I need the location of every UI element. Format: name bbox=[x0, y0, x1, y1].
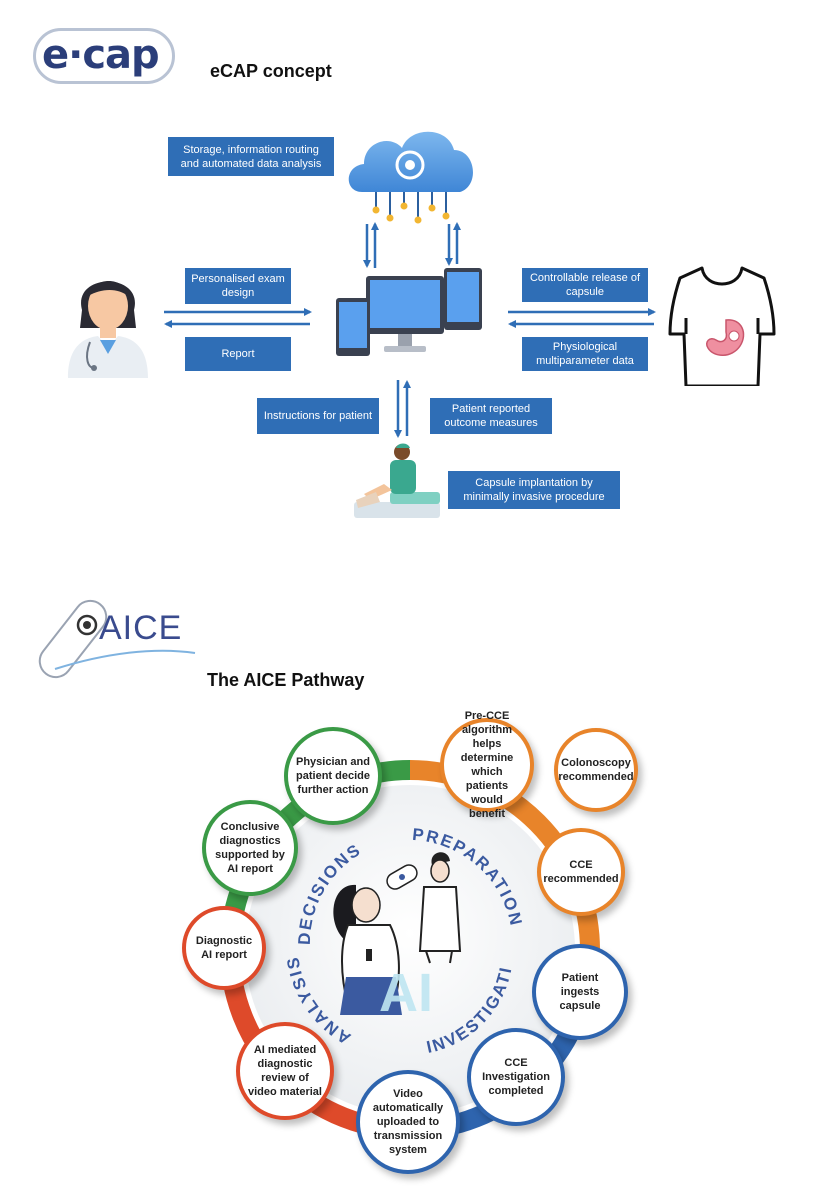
physiological-data-box: Physiological multiparameter data bbox=[522, 337, 648, 371]
step-cce-recommended: CCE recommended bbox=[537, 828, 625, 916]
aice-logo: AICE bbox=[25, 595, 200, 680]
aice-logo-text: AICE bbox=[99, 609, 183, 647]
step-diagnostic-ai-report: Diagnostic AI report bbox=[182, 906, 266, 990]
devices-icon bbox=[336, 268, 482, 356]
ecap-logo-text: e·cap bbox=[42, 32, 160, 78]
capsule-icon bbox=[38, 599, 196, 679]
doctor-icon bbox=[68, 281, 148, 378]
cloud-icon bbox=[348, 131, 473, 224]
step-patient-ingests: Patient ingests capsule bbox=[532, 944, 628, 1040]
people-illustration bbox=[333, 852, 462, 1015]
report-box: Report bbox=[185, 337, 291, 371]
patient-reported-box: Patient reported outcome measures bbox=[430, 398, 552, 434]
ecap-title: eCAP concept bbox=[210, 61, 332, 81]
exam-design-box: Personalised exam design bbox=[185, 268, 291, 304]
controllable-release-box: Controllable release of capsule bbox=[522, 268, 648, 302]
ecap-logo: e·cap bbox=[33, 28, 175, 84]
step-video-uploaded: Video automatically uploaded to transmis… bbox=[356, 1070, 460, 1174]
instructions-box: Instructions for patient bbox=[257, 398, 379, 434]
step-conclusive-diagnostics: Conclusive diagnostics supported by AI r… bbox=[202, 800, 298, 896]
step-physician-decide: Physician and patient decide further act… bbox=[284, 727, 382, 825]
procedure-icon bbox=[354, 443, 440, 518]
step-ai-mediated-review: AI mediated diagnostic review of video m… bbox=[236, 1022, 334, 1120]
storage-box: Storage, information routing and automat… bbox=[168, 137, 334, 176]
torso-icon bbox=[668, 266, 776, 386]
step-cce-investigation-completed: CCE Investigation completed bbox=[467, 1028, 565, 1126]
implantation-box: Capsule implantation by minimally invasi… bbox=[448, 471, 620, 509]
step-pre-cce-algorithm: Pre-CCE algorithm helps determine which … bbox=[440, 710, 534, 820]
aice-title: The AICE Pathway bbox=[207, 670, 365, 690]
center-ai-label: AI bbox=[379, 963, 433, 1023]
step-colonoscopy-recommended: Colonoscopy recommended bbox=[554, 728, 638, 812]
